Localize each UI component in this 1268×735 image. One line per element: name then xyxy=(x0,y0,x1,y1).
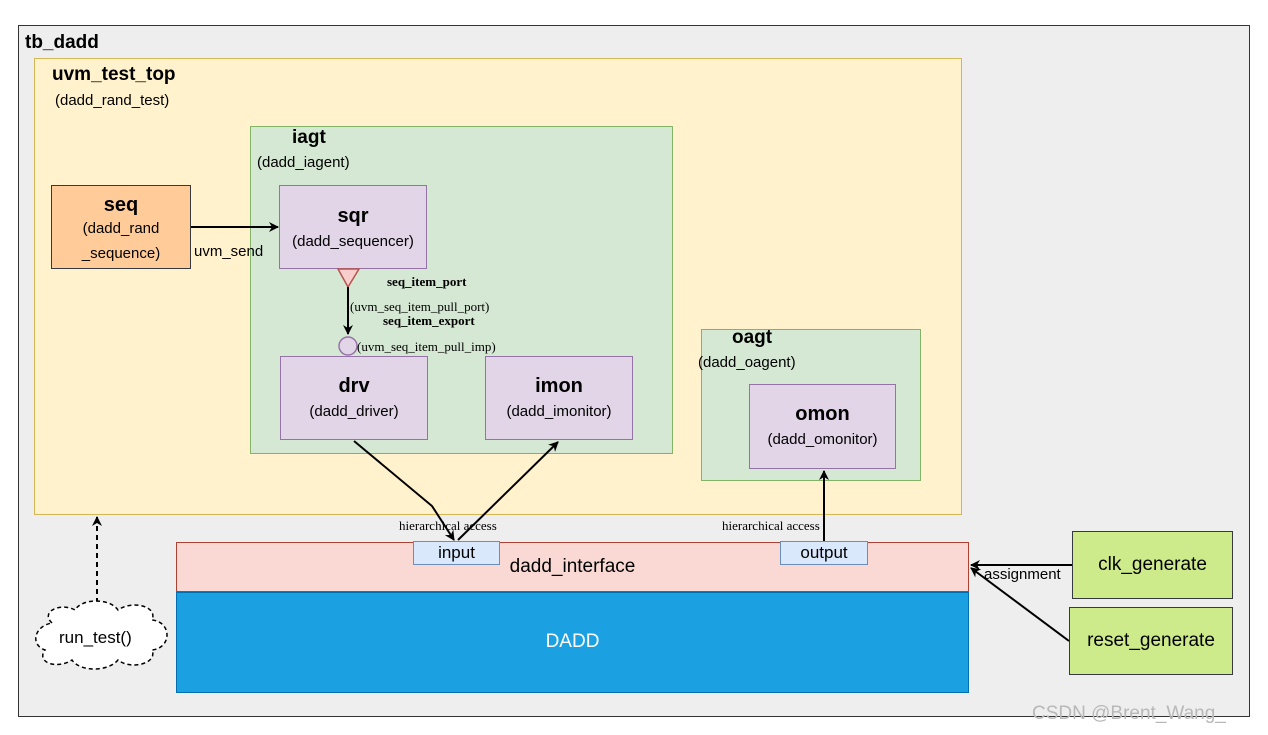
output-port-label: output xyxy=(800,543,848,562)
uvm-test-top-subtitle: (dadd_rand_test) xyxy=(55,92,170,109)
iagt-subtitle: (dadd_iagent) xyxy=(257,154,350,171)
clk-generate-label: clk_generate xyxy=(1098,554,1207,575)
seq-item-port-type-label: (uvm_seq_item_pull_port) xyxy=(350,299,490,314)
input-to-imon-arrow xyxy=(457,441,559,541)
sqr-subtitle: (dadd_sequencer) xyxy=(292,233,414,250)
omon-block: omon (dadd_omonitor) xyxy=(749,384,896,469)
reset-assignment-arrow xyxy=(970,567,1070,642)
seq-item-export-label: seq_item_export xyxy=(383,313,475,328)
iagt-title: iagt xyxy=(292,127,326,148)
drv-subtitle: (dadd_driver) xyxy=(309,403,399,420)
seq-item-export-type-label: (uvm_seq_item_pull_imp) xyxy=(357,339,496,354)
hier-access-right-label: hierarchical access xyxy=(722,518,820,533)
omon-title: omon xyxy=(795,403,850,425)
run-test-cloud-icon xyxy=(35,600,168,670)
imon-subtitle: (dadd_imonitor) xyxy=(506,403,612,420)
imon-title: imon xyxy=(535,375,583,397)
assignment-label: assignment xyxy=(984,566,1061,583)
seq-title: seq xyxy=(103,194,139,216)
interface-name: dadd_interface xyxy=(509,556,636,577)
drv-block: drv (dadd_driver) xyxy=(280,356,428,440)
reset-generate-label: reset_generate xyxy=(1087,630,1215,651)
seq-block: seq (dadd_rand _sequence) xyxy=(51,185,191,269)
run-test-label: run_test() xyxy=(59,628,132,647)
seq-subtitle-line1: (dadd_rand xyxy=(82,220,160,237)
seq-item-port-icon xyxy=(336,268,361,289)
tb-title: tb_dadd xyxy=(25,32,99,53)
dadd-dut-block: DADD xyxy=(176,592,969,693)
oagt-subtitle: (dadd_oagent) xyxy=(698,354,796,371)
seq-subtitle-line2: _sequence) xyxy=(81,245,161,262)
clk-generate-block: clk_generate xyxy=(1072,531,1233,599)
uvm-test-top-title: uvm_test_top xyxy=(52,64,176,85)
drv-to-input-arrow xyxy=(353,440,455,541)
sqr-block: sqr (dadd_sequencer) xyxy=(279,185,427,269)
imon-block: imon (dadd_imonitor) xyxy=(485,356,633,440)
watermark: CSDN @Brent_Wang_ xyxy=(1032,703,1226,724)
omon-subtitle: (dadd_omonitor) xyxy=(767,431,878,448)
sqr-title: sqr xyxy=(337,205,369,227)
interface-output-port: output xyxy=(780,541,868,565)
reset-generate-block: reset_generate xyxy=(1069,607,1233,675)
interface-input-port: input xyxy=(413,541,500,565)
seq-item-port-label: seq_item_port xyxy=(387,274,467,289)
hier-access-left-label: hierarchical access xyxy=(399,518,497,533)
drv-title: drv xyxy=(338,375,370,397)
seq-item-export-icon xyxy=(338,336,358,356)
input-port-label: input xyxy=(438,543,475,562)
oagt-title: oagt xyxy=(732,327,773,348)
dut-name: DADD xyxy=(545,631,600,652)
uvm-send-label: uvm_send xyxy=(194,243,264,260)
